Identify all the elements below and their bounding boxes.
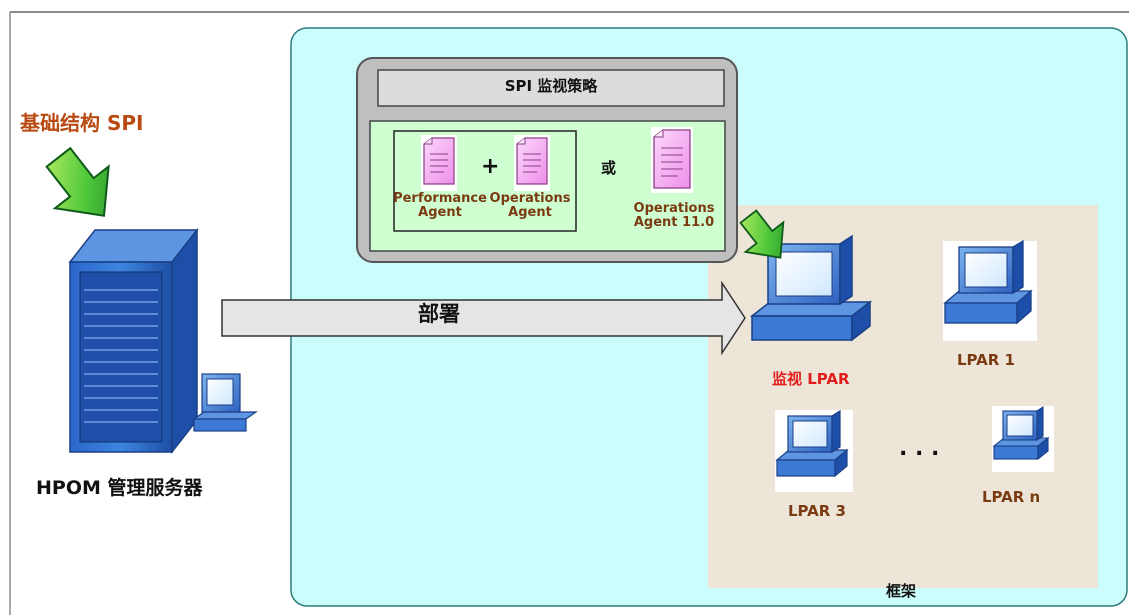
policy-title-bar [377, 69, 725, 107]
lparn-workstation-icon [992, 405, 1054, 472]
hpom-server-label: HPOM 管理服务器 [36, 477, 203, 499]
server-rack-icon [68, 227, 199, 455]
operations-agent-11-label: Operations Agent 11.0 [624, 201, 724, 231]
lpar3-label: LPAR 3 [788, 502, 846, 520]
monitor-lpar-workstation-icon [749, 234, 873, 342]
operations-agent-label: Operations Agent [484, 191, 576, 221]
operations-agent-doc-icon [514, 135, 550, 191]
operations-agent-11-label-line1: Operations [633, 201, 715, 216]
or-label: 或 [601, 159, 617, 177]
ellipsis: . . . [899, 436, 940, 461]
operations-agent-label-line2: Agent [508, 205, 552, 221]
server-console-monitor-icon [192, 373, 258, 432]
performance-agent-label-line1: Performance [393, 191, 487, 206]
lparn-label: LPAR n [982, 488, 1041, 506]
agent-pair-box [393, 130, 577, 232]
infra-spi-label: 基础结构 SPI [20, 111, 144, 135]
performance-agent-doc-icon [421, 135, 457, 191]
lpar1-workstation-icon [943, 239, 1037, 341]
policy-title: SPI 监视策略 [504, 77, 598, 95]
lpar3-workstation-icon [775, 409, 853, 492]
plus-symbol: + [481, 154, 500, 179]
deploy-arrow [221, 280, 746, 356]
lpar1-label: LPAR 1 [957, 351, 1015, 369]
frame-area [708, 205, 1098, 588]
monitor-lpar-label: 监视 LPAR [772, 370, 850, 388]
infra-download-arrow-icon [45, 146, 110, 217]
performance-agent-label: Performance Agent [390, 191, 490, 221]
operations-agent-label-line1: Operations [489, 191, 571, 206]
operations-agent-11-doc-icon [651, 127, 693, 193]
operations-agent-11-label-line2: Agent 11.0 [633, 215, 715, 231]
performance-agent-label-line2: Agent [418, 205, 462, 221]
frame-label: 框架 [886, 582, 917, 600]
monitor-lpar-download-arrow-icon [739, 209, 785, 259]
deploy-label: 部署 [418, 302, 460, 326]
